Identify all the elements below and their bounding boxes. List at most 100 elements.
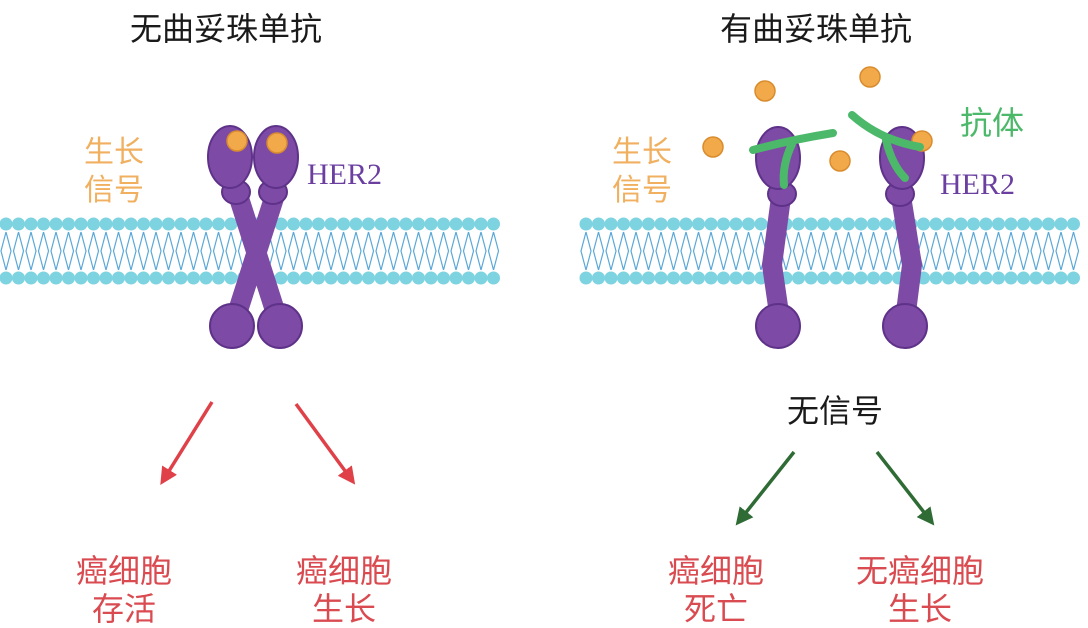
lipid-tail: [867, 231, 875, 271]
lipid-head: [1029, 217, 1043, 231]
lipid-tail: [475, 231, 482, 271]
her2-dimer-left: [207, 125, 303, 349]
lipid-tail: [117, 231, 125, 271]
lipid-head: [74, 217, 88, 231]
right-growth-signal-line1: 生长: [612, 135, 672, 170]
lipid-head: [754, 217, 768, 231]
lipid-tail: [55, 231, 62, 271]
outcome-line1: 无癌细胞: [856, 552, 985, 590]
lipid-tail: [972, 231, 980, 271]
lipid-head: [629, 217, 643, 231]
lipid-tail: [755, 231, 762, 271]
lipid-head: [87, 271, 100, 285]
lipid-tail: [225, 231, 232, 271]
lipid-head: [1004, 271, 1018, 285]
lipid-head: [1042, 271, 1055, 285]
lipid-head: [817, 217, 830, 231]
lipid-head: [349, 271, 363, 285]
lipid-tail: [735, 231, 742, 271]
lipid-tail: [425, 231, 432, 271]
lipid-tail: [667, 231, 675, 271]
lipid-head: [149, 217, 163, 231]
membrane-right: [579, 217, 1080, 285]
lipid-head: [224, 271, 238, 285]
left-growth-signal-line2: 信号: [84, 173, 144, 208]
lipid-head: [62, 217, 75, 231]
lipid-tail: [25, 231, 32, 271]
lipid-head: [299, 271, 313, 285]
lipid-tail: [200, 231, 207, 271]
lipid-tail: [1060, 231, 1067, 271]
lipid-tail: [885, 231, 892, 271]
lipid-tail: [0, 231, 7, 271]
lipid-head: [37, 271, 50, 285]
arrow-survival: [160, 401, 214, 485]
lipid-tail: [947, 231, 955, 271]
lipid-tail: [830, 231, 837, 271]
lipid-tail: [967, 231, 975, 271]
lipid-tail: [980, 231, 987, 271]
lipid-head: [474, 271, 488, 285]
lipid-tail: [960, 231, 967, 271]
lipid-tail: [610, 231, 617, 271]
lipid-head: [979, 271, 993, 285]
lipid-head: [162, 217, 175, 231]
lipid-head: [49, 271, 63, 285]
lipid-tail: [1042, 231, 1050, 271]
right-growth-signal-label: 生长 信号: [612, 134, 672, 210]
lipid-head: [729, 217, 743, 231]
lipid-head: [162, 271, 175, 285]
lipid-tail: [162, 231, 170, 271]
lipid-tail: [672, 231, 680, 271]
lipid-head: [212, 271, 225, 285]
lipid-head: [99, 217, 113, 231]
lipid-tail: [462, 231, 470, 271]
lipid-tail: [1005, 231, 1012, 271]
lipid-tail: [480, 231, 487, 271]
lipid-head: [312, 217, 325, 231]
lipid-head: [449, 217, 463, 231]
lipid-head: [12, 217, 25, 231]
lipid-head: [374, 217, 388, 231]
lipid-head: [424, 217, 438, 231]
lipid-tail: [785, 231, 792, 271]
lipid-head: [579, 217, 593, 231]
lipid-head: [1004, 217, 1018, 231]
lipid-head: [299, 217, 313, 231]
outcome-line1: 癌细胞: [76, 552, 173, 590]
lipid-head: [879, 271, 893, 285]
lipid-tail: [417, 231, 425, 271]
lipid-tail: [1030, 231, 1037, 271]
lipid-head: [854, 271, 868, 285]
lipid-head: [679, 271, 693, 285]
lipid-tail: [430, 231, 437, 271]
lipid-tail: [287, 231, 295, 271]
lipid-head: [462, 217, 475, 231]
lipid-head: [37, 217, 50, 231]
lipid-head: [792, 217, 805, 231]
lipid-head: [487, 271, 500, 285]
lipid-tail: [342, 231, 350, 271]
lipid-head: [742, 217, 755, 231]
lipid-head: [704, 217, 718, 231]
lipid-head: [1054, 271, 1068, 285]
lipid-tail: [692, 231, 700, 271]
lipid-head: [149, 271, 163, 285]
lipid-head: [424, 271, 438, 285]
outcome-line2: 存活: [92, 590, 157, 628]
lipid-head: [1017, 217, 1030, 231]
lipid-head: [399, 271, 413, 285]
lipid-head: [112, 217, 125, 231]
lipid-tail: [300, 231, 307, 271]
lipid-head: [0, 217, 13, 231]
lipid-head: [842, 271, 855, 285]
lipid-tail: [437, 231, 445, 271]
lipid-tail: [387, 231, 395, 271]
growth-factor-dot: [859, 66, 881, 88]
lipid-tail: [192, 231, 200, 271]
lipid-tail: [685, 231, 692, 271]
lipid-head: [942, 217, 955, 231]
lipid-tail: [230, 231, 237, 271]
lipid-tail: [655, 231, 662, 271]
